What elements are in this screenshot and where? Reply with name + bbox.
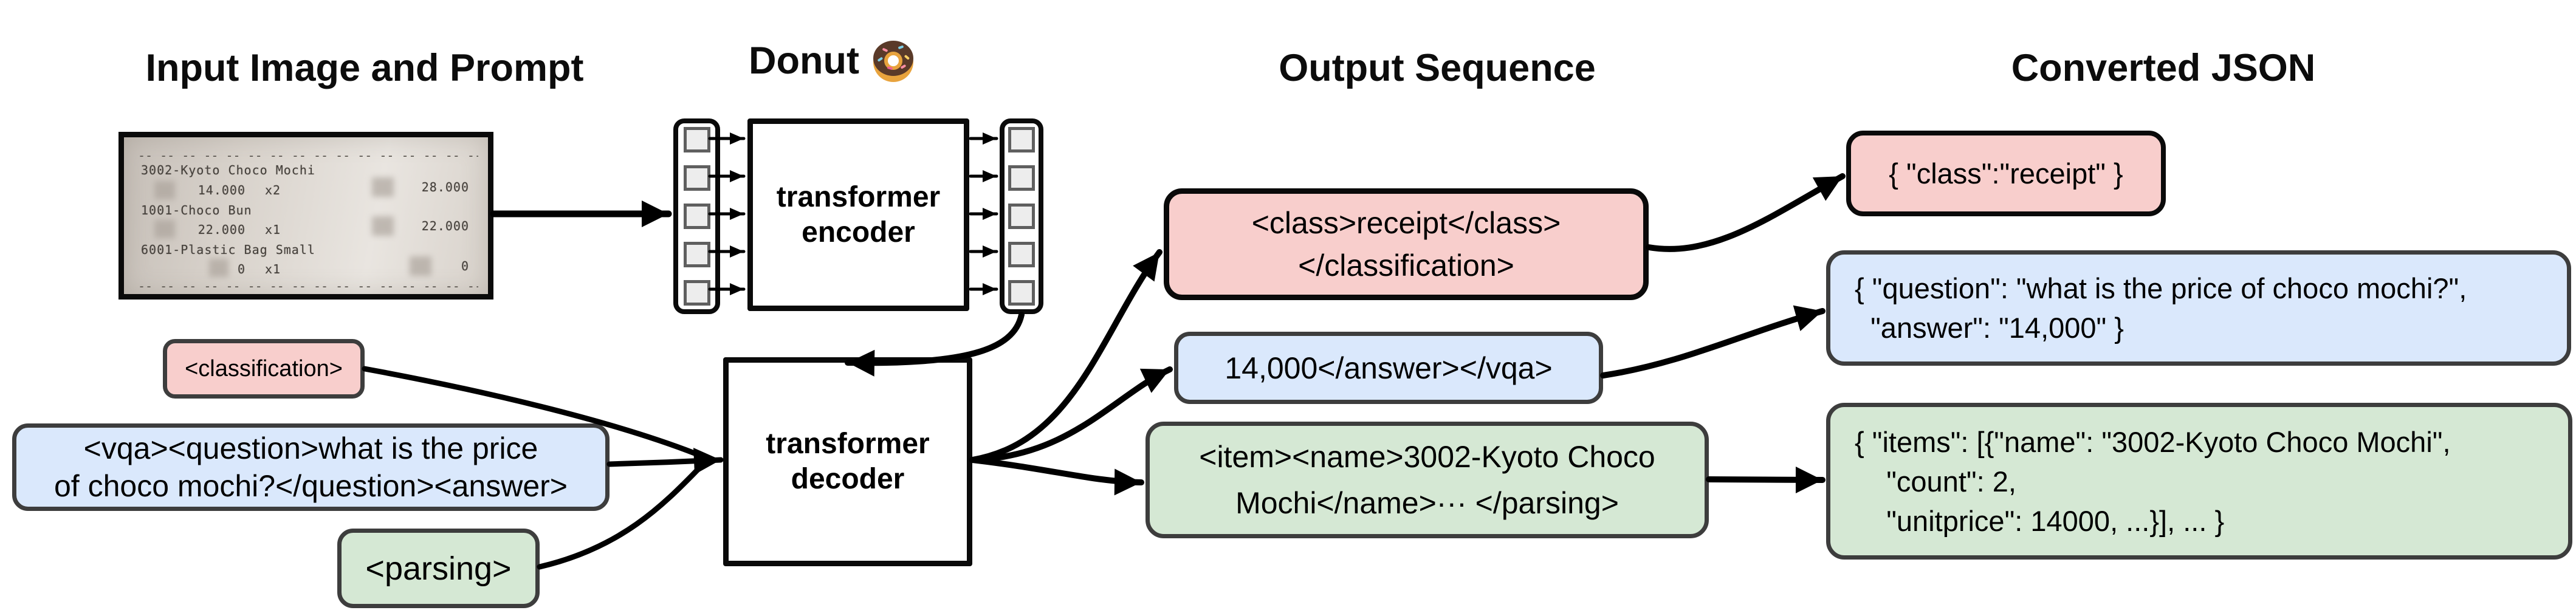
arrow-output-to-json-vqa	[1600, 305, 1826, 378]
receipt-divider-top: -- -- -- -- -- -- -- -- -- -- -- -- -- -…	[138, 148, 478, 163]
donut-emoji-icon	[873, 41, 913, 82]
encoder-input-token-column	[673, 118, 720, 314]
arrow-prompt-classification-to-decoder	[362, 366, 707, 460]
input-column-heading: Input Image and Prompt	[145, 47, 584, 89]
output-token	[1008, 242, 1035, 267]
arrow-decoder-to-output-vqa	[969, 366, 1173, 463]
output-column-heading: Output Sequence	[1279, 47, 1596, 89]
prompt-vqa-box: <vqa><question>what is the price of choc…	[12, 423, 610, 511]
receipt-item-name: 3002-Kyoto Choco Mochi	[141, 163, 315, 177]
receipt-item-price: 22.000	[197, 222, 246, 237]
input-token	[683, 204, 710, 229]
arrows-encoder-to-tokens	[969, 132, 998, 295]
json-parsing-line3: "unitprice": 14000, ...}], ... }	[1855, 504, 2225, 537]
output-token	[1008, 165, 1035, 191]
redaction-blur	[154, 220, 175, 238]
receipt-item-price: 14.000	[197, 183, 246, 197]
receipt-item-qty: x1	[265, 262, 281, 276]
json-classification-line1: { "class":"receipt" }	[1889, 157, 2123, 190]
receipt-input-image: -- -- -- -- -- -- -- -- -- -- -- -- -- -…	[118, 132, 493, 300]
arrow-output-to-json-parsing	[1706, 466, 1826, 493]
json-parsing-line2: "count": 2,	[1855, 465, 2016, 498]
receipt-item-price: 0	[237, 262, 246, 276]
prompt-classification-label: <classification>	[185, 355, 343, 382]
decoder-label-line1: transformer	[766, 428, 930, 460]
receipt-item-total: 28.000	[421, 180, 469, 194]
output-classification-line1: <class>receipt</class>	[1251, 206, 1561, 240]
input-token	[683, 127, 710, 152]
arrow-encoder-to-decoder	[845, 312, 1025, 377]
arrow-prompt-parsing-to-decoder	[537, 461, 707, 570]
receipt-item-name: 6001-Plastic Bag Small	[141, 242, 315, 257]
input-token	[683, 165, 710, 191]
prompt-parsing-box: <parsing>	[337, 529, 540, 608]
prompt-vqa-line2: of choco mochi?</question><answer>	[54, 469, 568, 503]
prompt-vqa-line1: <vqa><question>what is the price	[83, 431, 538, 465]
json-parsing-line1: { "items": [{"name": "3002-Kyoto Choco M…	[1855, 425, 2451, 458]
receipt-item-qty: x1	[265, 222, 281, 237]
transformer-encoder-box: transformer encoder	[747, 118, 969, 311]
encoder-output-token-column	[1000, 118, 1043, 314]
output-vqa-box: 14,000</answer></vqa>	[1174, 332, 1603, 404]
receipt-divider-bottom: -- -- -- -- -- -- -- -- -- -- -- -- -- -…	[138, 279, 478, 293]
encoder-label-line1: transformer	[776, 180, 941, 213]
json-classification-box: { "class":"receipt" }	[1846, 131, 2166, 216]
output-classification-line2: </classification>	[1298, 248, 1514, 283]
donut-hole	[884, 52, 902, 70]
output-parsing-line2: Mochi</name>··· </parsing>	[1235, 486, 1619, 520]
transformer-decoder-box: transformer decoder	[723, 357, 972, 566]
redaction-blur	[410, 256, 431, 276]
arrow-decoder-to-output-parsing	[969, 457, 1144, 496]
redaction-blur	[372, 177, 394, 197]
output-token	[1008, 280, 1035, 306]
arrow-output-to-json-classification	[1646, 173, 1846, 252]
output-classification-box: <class>receipt</class> </classification>	[1164, 188, 1649, 300]
decoder-label-line2: decoder	[791, 463, 905, 495]
output-parsing-box: <item><name>3002-Kyoto Choco Mochi</name…	[1145, 422, 1709, 538]
output-token	[1008, 127, 1035, 152]
receipt-item-name: 1001-Choco Bun	[141, 203, 252, 217]
encoder-label-line2: encoder	[802, 216, 915, 248]
json-vqa-line1: { "question": "what is the price of choc…	[1855, 272, 2467, 304]
input-token	[683, 242, 710, 267]
redaction-blur	[372, 216, 394, 236]
prompt-parsing-label: <parsing>	[365, 550, 512, 587]
donut-sprinkles	[878, 45, 910, 70]
json-column-heading: Converted JSON	[2011, 47, 2316, 89]
redaction-blur	[209, 259, 228, 277]
model-heading-label: Donut	[749, 39, 859, 82]
output-parsing-line1: <item><name>3002-Kyoto Choco	[1199, 440, 1655, 474]
model-column-heading: Donut	[749, 36, 918, 85]
json-vqa-line2: "answer": "14,000" }	[1855, 312, 2124, 344]
arrows-tokens-to-encoder	[708, 132, 746, 295]
receipt-item-total: 22.000	[421, 219, 469, 233]
receipt-item-qty: x2	[265, 183, 281, 197]
redaction-blur	[154, 181, 175, 199]
arrow-prompt-vqa-to-decoder	[606, 448, 724, 474]
json-vqa-box: { "question": "what is the price of choc…	[1826, 250, 2571, 366]
output-vqa-line1: 14,000</answer></vqa>	[1224, 351, 1553, 385]
output-token	[1008, 204, 1035, 229]
input-token	[683, 280, 710, 306]
receipt-item-total: 0	[461, 259, 469, 273]
json-parsing-box: { "items": [{"name": "3002-Kyoto Choco M…	[1826, 403, 2572, 560]
arrow-decoder-to-output-classification	[969, 249, 1163, 463]
